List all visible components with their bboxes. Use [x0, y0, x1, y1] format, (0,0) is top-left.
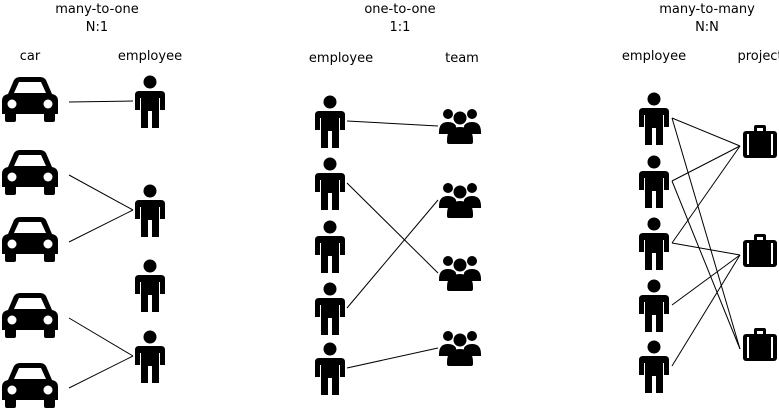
person-icon	[639, 217, 669, 270]
connection-line	[68, 209, 134, 243]
connection-line	[671, 117, 741, 350]
panel-ratio: 1:1	[390, 20, 411, 35]
team-icon	[439, 331, 481, 366]
person-icon	[639, 340, 669, 393]
person-icon	[315, 95, 345, 148]
column-label: employee	[622, 49, 686, 64]
connection-line	[346, 182, 439, 274]
connection-line	[671, 145, 741, 182]
person-icon	[135, 259, 165, 312]
person-icon	[639, 279, 669, 332]
car-icon	[2, 217, 58, 262]
panel-title: many-to-many	[659, 2, 755, 17]
column-label: team	[445, 51, 479, 66]
person-icon	[315, 157, 345, 210]
connection-line	[346, 347, 439, 369]
connection-line	[671, 242, 741, 256]
connection-line	[671, 180, 741, 350]
connection-line	[68, 355, 134, 389]
connection-line	[68, 174, 134, 211]
person-icon	[135, 75, 165, 128]
column-label: employee	[309, 51, 373, 66]
connection-lines	[68, 100, 741, 389]
team-icon	[439, 256, 481, 291]
connection-line	[671, 254, 741, 306]
car-icon	[2, 150, 58, 195]
briefcase-icon	[743, 328, 777, 361]
briefcase-icon	[743, 234, 777, 267]
connection-line	[68, 100, 134, 103]
connection-line	[671, 117, 741, 147]
person-icon	[639, 155, 669, 208]
column-label: employee	[118, 49, 182, 64]
entity-icons	[2, 75, 777, 408]
briefcase-icon	[743, 125, 777, 158]
column-label: car	[20, 49, 41, 64]
panel-title: one-to-one	[364, 2, 435, 17]
person-icon	[135, 330, 165, 383]
connection-line	[671, 145, 741, 244]
connection-line	[68, 317, 134, 357]
person-icon	[315, 282, 345, 335]
column-label: project	[737, 49, 779, 64]
person-icon	[315, 342, 345, 395]
connection-line	[346, 199, 439, 309]
person-icon	[135, 184, 165, 237]
car-icon	[2, 363, 58, 408]
car-icon	[2, 293, 58, 338]
car-icon	[2, 77, 58, 122]
panel-ratio: N:N	[695, 20, 719, 35]
connection-line	[671, 254, 741, 367]
person-icon	[315, 220, 345, 273]
person-icon	[639, 92, 669, 145]
connection-line	[346, 120, 439, 127]
panel-ratio: N:1	[86, 20, 108, 35]
panel-title: many-to-one	[55, 2, 138, 17]
team-icon	[439, 183, 481, 218]
team-icon	[439, 109, 481, 144]
